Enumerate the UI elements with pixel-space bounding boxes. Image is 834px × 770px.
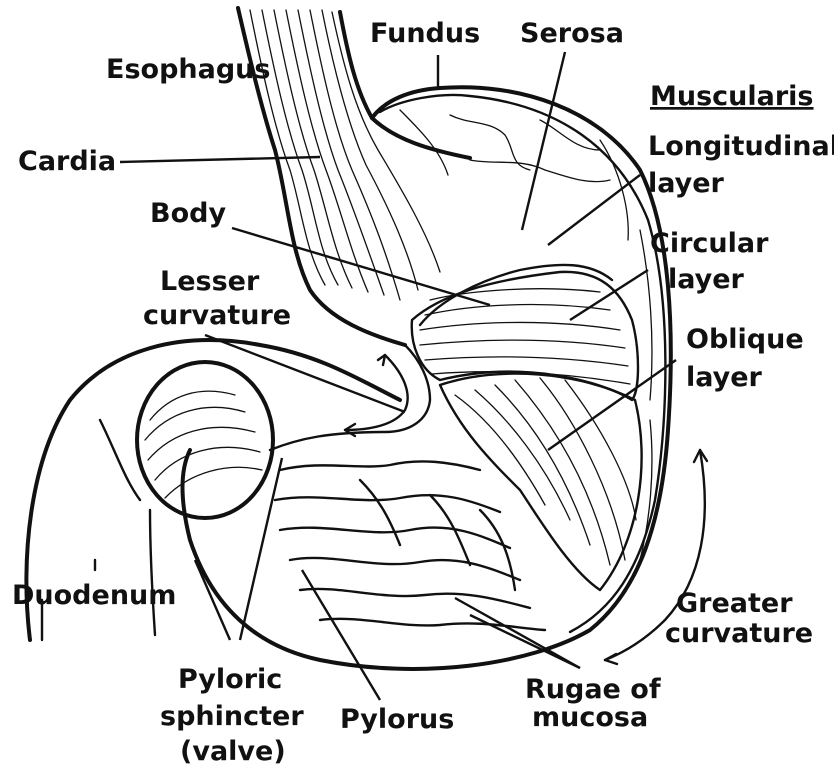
leader-body [232, 228, 490, 305]
label-greater-2: curvature [665, 618, 813, 649]
leader-lesser [205, 335, 405, 412]
label-body: Body [150, 198, 226, 229]
label-lesser-2: curvature [143, 300, 291, 331]
label-pyloric-1: Pyloric [178, 664, 282, 695]
leader-cardia [120, 157, 320, 162]
label-cardia: Cardia [18, 146, 116, 177]
leader-oblique [548, 360, 676, 450]
label-circular-2: layer [668, 264, 745, 295]
label-longitudinal-1: Longitudinal [648, 131, 834, 162]
label-pyloric-2: sphincter [160, 701, 304, 732]
labels: Esophagus Fundus Serosa Muscularis Longi… [12, 18, 834, 767]
label-esophagus: Esophagus [106, 54, 270, 85]
label-longitudinal-2: layer [648, 168, 725, 199]
label-circular-1: Circular [650, 228, 769, 259]
label-pylorus: Pylorus [340, 704, 454, 735]
lesser-curvature-arrow [345, 355, 408, 436]
label-pyloric-3: (valve) [180, 736, 286, 767]
pyloric-sphincter-drawing [137, 362, 273, 518]
label-oblique-1: Oblique [686, 324, 804, 355]
stomach-outline [183, 87, 671, 669]
label-duodenum: Duodenum [12, 580, 176, 611]
label-rugae-2: mucosa [532, 702, 648, 733]
label-serosa: Serosa [520, 18, 624, 49]
stomach-illustration [26, 8, 707, 669]
rugae-folds [275, 461, 545, 630]
esophagus-drawing [238, 8, 470, 345]
label-fundus: Fundus [370, 18, 480, 49]
serosa-surface [400, 110, 652, 560]
label-lesser-1: Lesser [160, 266, 260, 297]
label-rugae-1: Rugae of [525, 674, 661, 705]
leader-serosa [522, 52, 565, 230]
label-oblique-2: layer [686, 362, 763, 393]
label-greater-1: Greater [676, 588, 793, 619]
label-muscularis: Muscularis [650, 81, 814, 112]
leader-pyloric-2 [195, 560, 230, 640]
